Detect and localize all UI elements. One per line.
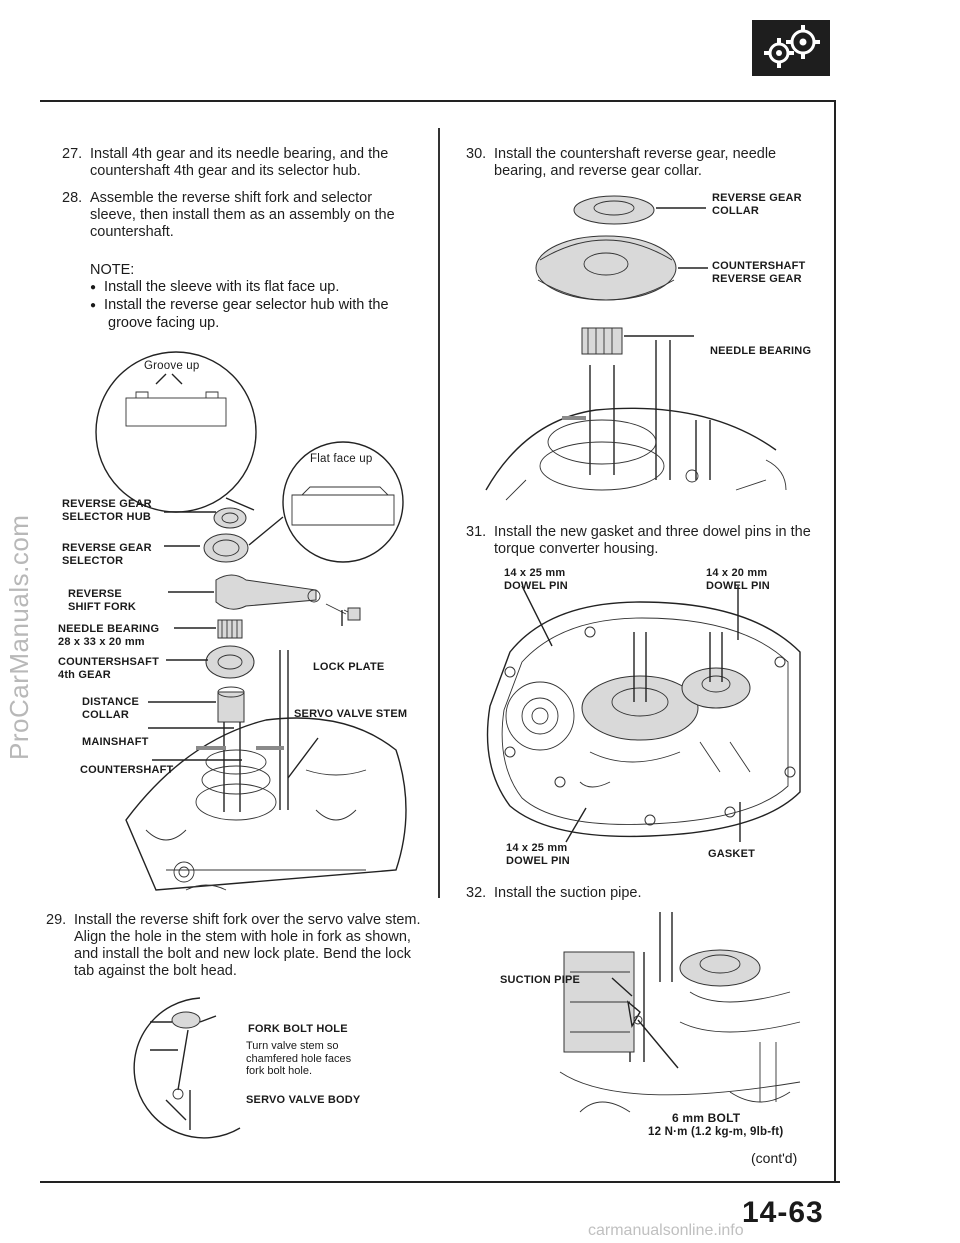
suction-pipe-diagram xyxy=(559,912,801,1113)
step-27: 27. Install 4th gear and its needle bear… xyxy=(62,146,389,179)
gears-icon xyxy=(752,20,830,76)
note-item-1: Install the sleeve with its flat face up… xyxy=(90,279,420,297)
dowel-pin-14x25-top-label: 14 x 25 mm DOWEL PIN xyxy=(504,567,568,592)
fork-bolt-hole-diagram xyxy=(133,997,241,1139)
step-31: 31. Install the new gasket and three dow… xyxy=(466,524,830,558)
step-28: 28. Assemble the reverse shift fork and … xyxy=(62,190,395,240)
countershaft-4th-gear-label: COUNTERSHSAFT 4th GEAR xyxy=(58,656,159,681)
side-watermark: ProCarManuals.com xyxy=(4,514,34,760)
reverse-gear-assembly-diagram xyxy=(95,351,407,891)
fork-bolt-hole-label: FORK BOLT HOLE xyxy=(248,1023,348,1035)
column-divider xyxy=(438,128,440,898)
reverse-gear-selector-hub-label: REVERSE GEAR SELECTOR HUB xyxy=(62,498,152,523)
bolt-torque-label: 12 N·m (1.2 kg-m, 9lb-ft) xyxy=(648,1126,784,1138)
bolt-label: 6 mm BOLT xyxy=(672,1111,741,1125)
groove-up-label: Groove up xyxy=(144,360,200,372)
header-rule xyxy=(40,100,835,102)
step-30: 30. Install the countershaft reverse gea… xyxy=(466,146,777,179)
note-item-2: Install the reverse gear selector hub wi… xyxy=(90,297,420,332)
fork-bolt-hole-note: Turn valve stem so chamfered hole faces … xyxy=(246,1040,352,1077)
dowel-pin-14x20-label: 14 x 20 mm DOWEL PIN xyxy=(706,567,770,592)
footer-rule xyxy=(40,1181,840,1183)
servo-valve-body-label: SERVO VALVE BODY xyxy=(246,1094,361,1106)
step-29: 29. Install the reverse shift fork over … xyxy=(46,912,421,979)
countershaft-label: COUNTERSHAFT xyxy=(80,764,174,776)
suction-pipe-label: SUCTION PIPE xyxy=(500,974,581,986)
bottom-watermark: carmanualsonline.info xyxy=(588,1222,744,1239)
distance-collar-label: DISTANCE COLLAR xyxy=(82,696,140,721)
note-title: NOTE: xyxy=(90,262,135,278)
reverse-gear-selector-label: REVERSE GEAR SELECTOR xyxy=(62,542,152,567)
page-edge-rule xyxy=(834,100,836,1181)
note-block: NOTE: Install the sleeve with its flat f… xyxy=(90,262,420,332)
flat-face-up-label: Flat face up xyxy=(310,453,373,465)
servo-valve-stem-label: SERVO VALVE STEM xyxy=(294,708,408,720)
step-32: 32. Install the suction pipe. xyxy=(466,885,642,901)
dowel-pin-14x25-bottom-label: 14 x 25 mm DOWEL PIN xyxy=(506,842,570,867)
needle-bearing-label: NEEDLE BEARING 28 x 33 x 20 mm xyxy=(58,623,160,648)
needle-bearing-right-label: NEEDLE BEARING xyxy=(710,345,812,357)
page-number: 14-63 xyxy=(742,1196,824,1229)
lock-plate-label: LOCK PLATE xyxy=(313,661,385,673)
continued-label: (cont'd) xyxy=(751,1150,798,1166)
countershaft-reverse-gear-label: COUNTERSHAFT REVERSE GEAR xyxy=(712,260,806,285)
mainshaft-label: MAINSHAFT xyxy=(82,736,149,748)
torque-converter-housing-diagram xyxy=(486,585,801,843)
countershaft-reverse-gear-diagram xyxy=(485,195,787,501)
gasket-label: GASKET xyxy=(708,848,756,860)
reverse-shift-fork-label: REVERSE SHIFT FORK xyxy=(68,588,136,613)
reverse-gear-collar-label: REVERSE GEAR COLLAR xyxy=(712,192,802,217)
